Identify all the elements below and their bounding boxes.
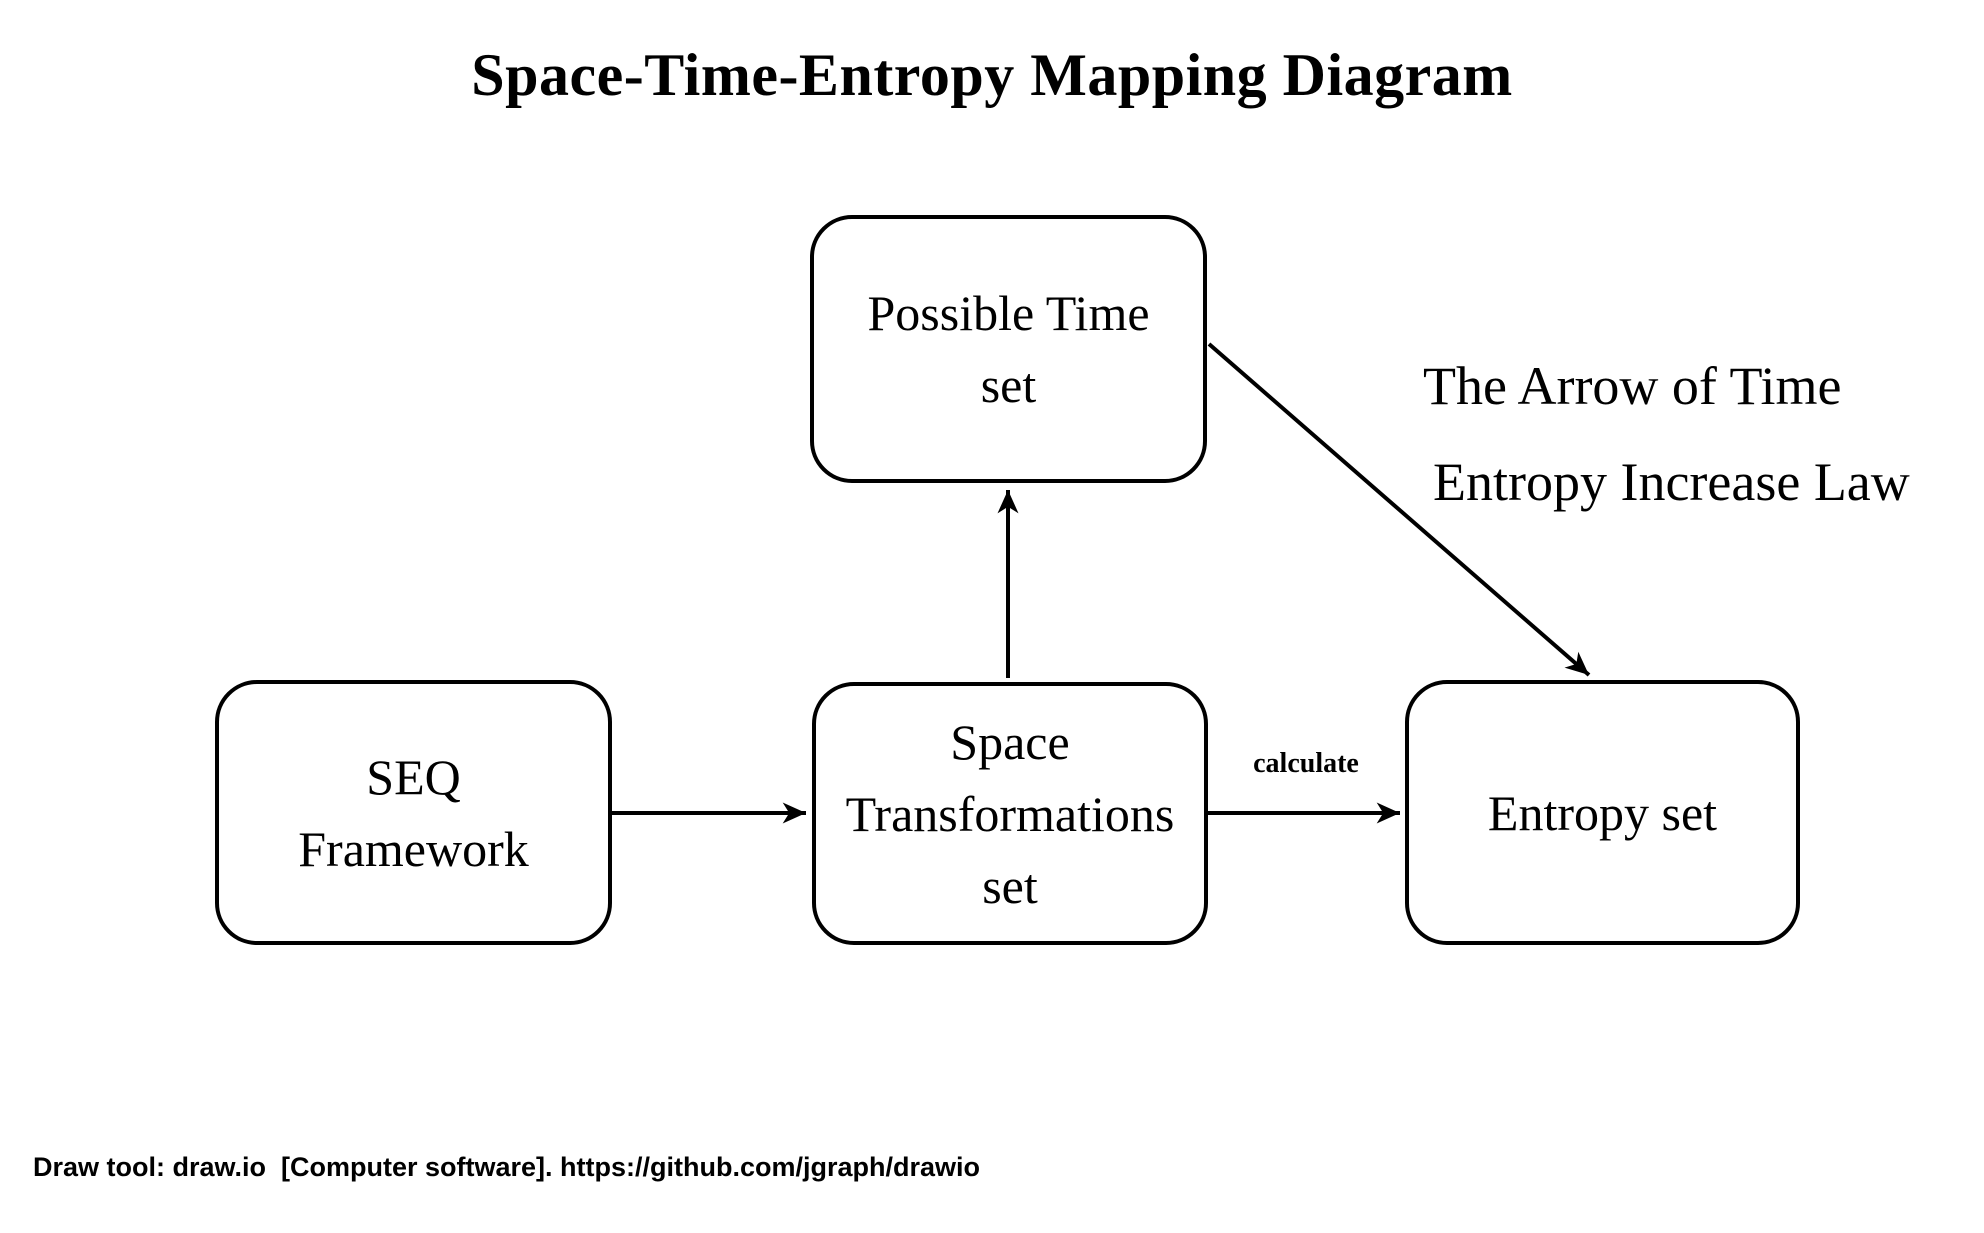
diagram-title: Space-Time-Entropy Mapping Diagram: [471, 42, 1513, 108]
node-label-line: Entropy set: [1487, 784, 1718, 841]
node-label-line: Possible Time: [867, 285, 1150, 341]
annotation-entropy-increase-law: Entropy Increase Law: [1433, 452, 1910, 512]
node-space-transformations-set: Space Transformations set: [812, 682, 1208, 945]
footer-citation: Draw tool: draw.io [Computer software]. …: [33, 1152, 981, 1182]
node-possible-time-set: Possible Time set: [810, 215, 1207, 483]
node-entropy-set: Entropy set: [1405, 680, 1800, 945]
edge-label-calculate: calculate: [1253, 748, 1359, 779]
node-label-line: Framework: [298, 820, 529, 877]
node-label-line: Space: [950, 713, 1070, 770]
node-label-line: set: [980, 357, 1037, 413]
node-seq-framework: SEQ Framework: [215, 680, 612, 945]
node-label-line: set: [982, 857, 1038, 914]
node-label-line: SEQ: [366, 748, 461, 805]
node-label-line: Transformations: [845, 785, 1175, 842]
annotation-arrow-of-time: The Arrow of Time: [1423, 356, 1842, 416]
